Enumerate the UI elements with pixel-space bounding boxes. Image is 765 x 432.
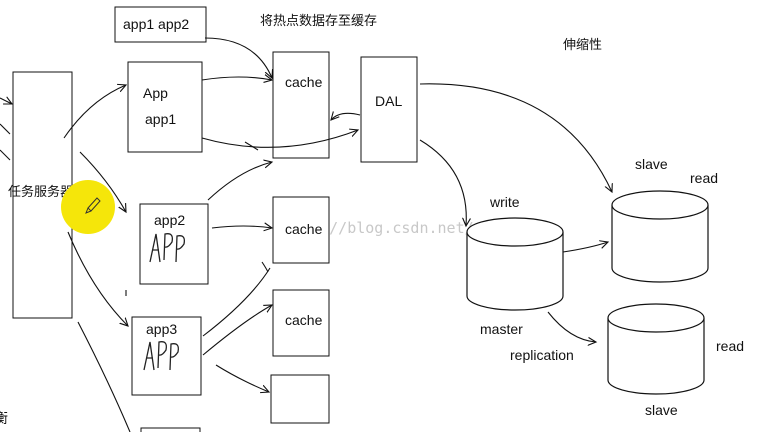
slave-2-label: slave xyxy=(645,402,678,418)
app2-label: app2 xyxy=(154,212,185,228)
top-app-box-label: app1 app2 xyxy=(123,16,189,32)
arrow-task-to-app1 xyxy=(63,85,126,139)
arrow-task-to-bottom xyxy=(77,321,131,432)
cache-box-2 xyxy=(272,196,330,264)
arrow-dal-to-master xyxy=(419,139,466,226)
arrow-topbox-to-cache xyxy=(204,37,272,78)
read-2-label: read xyxy=(716,338,744,354)
arrow-master-to-slave2 xyxy=(547,311,596,342)
task-server-box xyxy=(12,71,73,319)
dal-box xyxy=(360,56,418,163)
cache-box-1 xyxy=(272,51,330,159)
arrow-dal-to-cache xyxy=(331,113,361,120)
bottom-left-partial-text: 衡 xyxy=(0,410,8,426)
arrow-task-to-app3 xyxy=(67,231,128,326)
scalability-note: 伸缩性 xyxy=(563,37,602,52)
arrow-app2-to-cache2 xyxy=(211,226,272,228)
app3-box xyxy=(131,316,202,396)
app3-handwriting xyxy=(143,341,179,371)
cache-box-3 xyxy=(272,289,330,357)
incoming-arrow-2 xyxy=(0,123,11,135)
replication-label: replication xyxy=(510,347,574,363)
arrow-app3-to-cache3 xyxy=(202,305,272,356)
cache-2-label: cache xyxy=(285,221,323,237)
cache-3-label: cache xyxy=(285,312,323,328)
master-label: master xyxy=(480,321,523,337)
incoming-arrow-1 xyxy=(0,98,12,104)
app2-box xyxy=(139,203,209,285)
write-label: write xyxy=(489,194,520,210)
arrow-task-to-app2 xyxy=(79,151,126,212)
cursor-highlight xyxy=(61,180,115,234)
arrow-app1-to-dal-tick xyxy=(244,141,259,151)
arrow-app3-to-cache2 xyxy=(202,267,271,337)
app1-label-line2: app1 xyxy=(145,111,176,127)
app1-box xyxy=(127,61,203,153)
slave-1-label: slave xyxy=(635,156,668,172)
arrow-app2-to-cache1 xyxy=(207,162,272,201)
arrow-app3-to-cache4 xyxy=(215,364,269,392)
arrow-app2-tick xyxy=(261,261,269,273)
incoming-arrow-3 xyxy=(0,149,11,161)
cache-note: 将热点数据存至缓存 xyxy=(260,13,377,28)
arrow-master-to-slave1 xyxy=(562,242,608,253)
app2-handwriting xyxy=(149,233,185,263)
cache-1-label: cache xyxy=(285,74,323,90)
dal-label: DAL xyxy=(375,93,402,109)
pencil-icon xyxy=(85,197,101,214)
app1-label-line1: App xyxy=(143,85,168,101)
master-db-cylinder xyxy=(466,217,564,311)
bottom-partial-box xyxy=(140,427,201,432)
task-server-label: 任务服务器 xyxy=(8,184,73,199)
arrow-app1-to-dal xyxy=(201,130,358,148)
watermark: http://blog.csdn.net/ xyxy=(284,219,474,237)
slave-db-cylinder-1 xyxy=(611,190,709,283)
arrow-dal-to-slave xyxy=(419,83,612,192)
arrow-app1-to-cache xyxy=(201,77,272,80)
cache-box-4 xyxy=(270,374,330,424)
read-1-label: read xyxy=(690,170,718,186)
app3-label: app3 xyxy=(146,321,177,337)
top-app-box xyxy=(114,6,207,43)
slave-db-cylinder-2 xyxy=(607,303,705,395)
